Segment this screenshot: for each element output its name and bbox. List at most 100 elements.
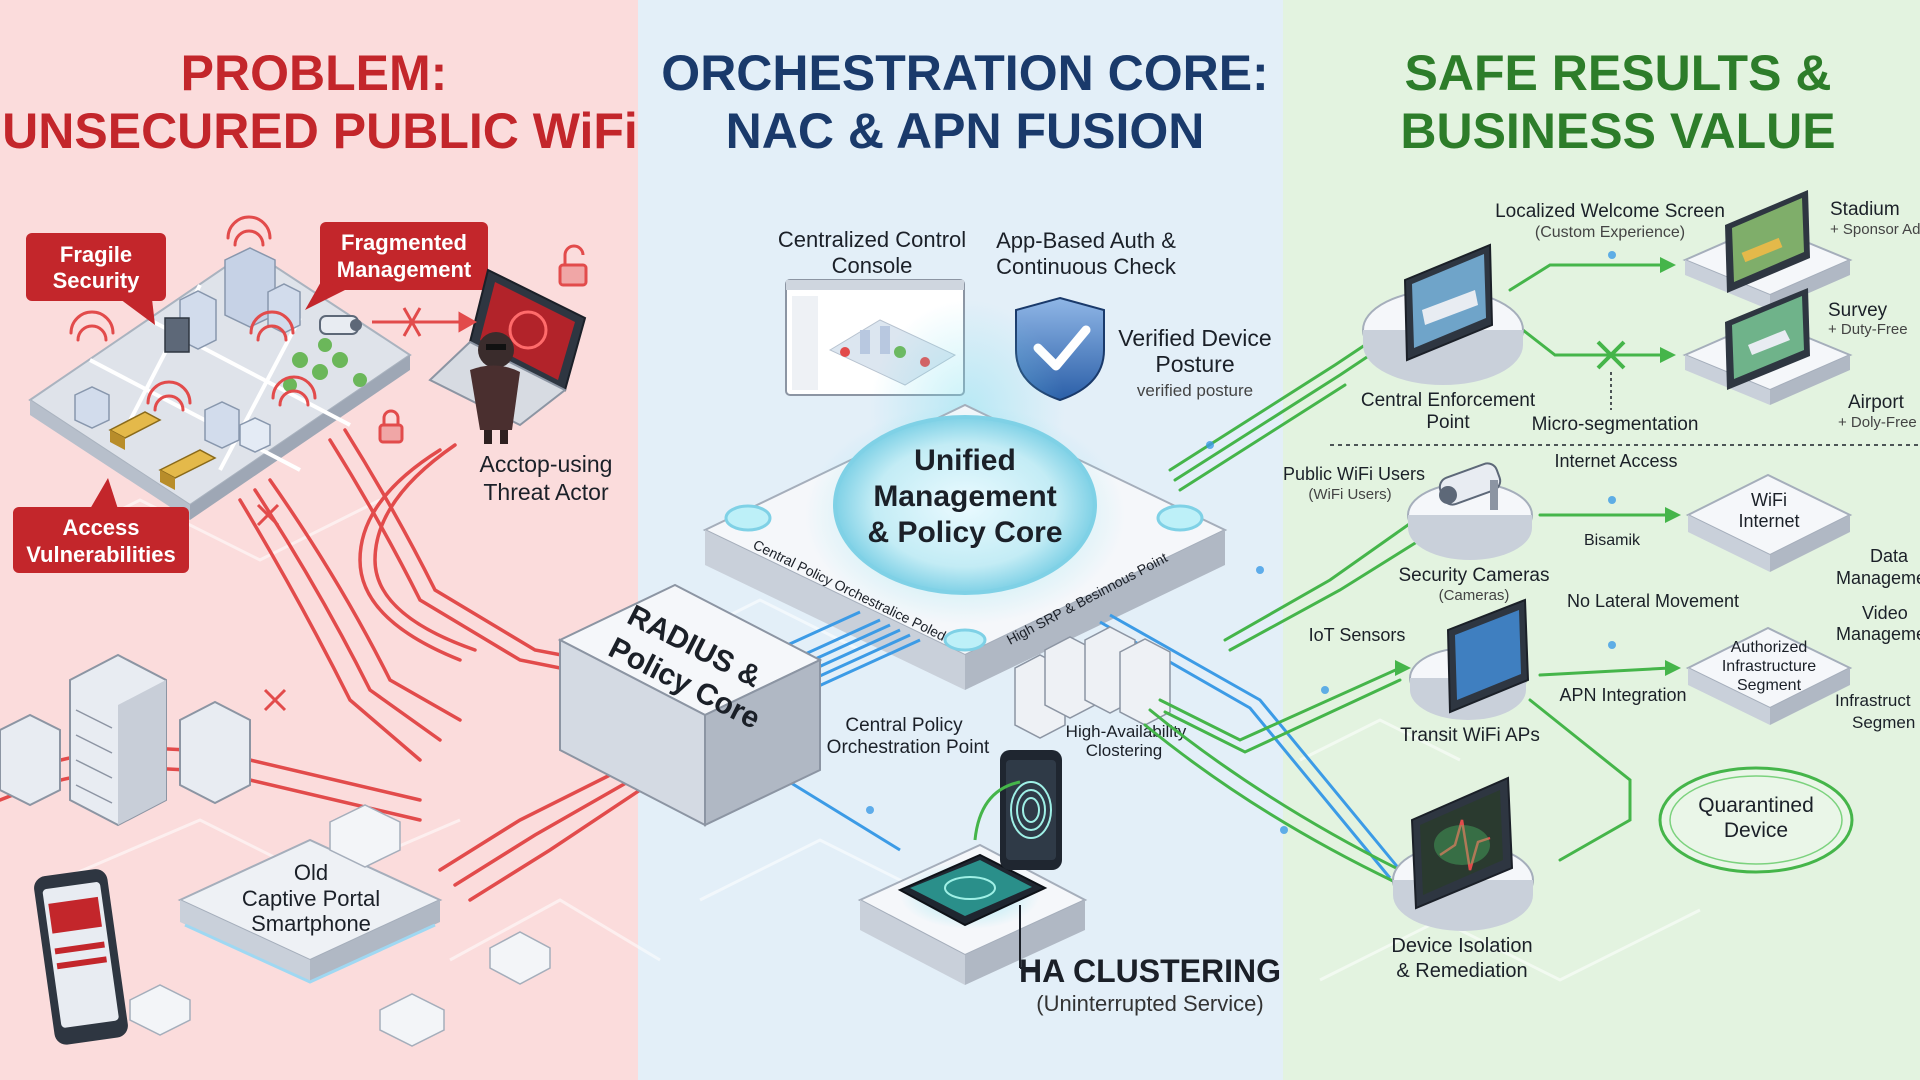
callout-access-vulnerabilities: Access Vulnerabilities bbox=[13, 478, 189, 573]
signal-pulses bbox=[866, 251, 1616, 834]
router-box-icon bbox=[489, 931, 551, 985]
enforcement-line2: Point bbox=[1426, 412, 1470, 433]
survey-line: Survey bbox=[1828, 300, 1888, 321]
core-title: ORCHESTRATION CORE: NAC & APN FUSION bbox=[661, 45, 1268, 159]
stadium-sub: + Sponsor Ad bbox=[1830, 221, 1920, 238]
infra-seg-line2: Segmen bbox=[1852, 713, 1915, 732]
blocked-arrow bbox=[372, 307, 478, 337]
callout-fragmented-management: Fragmented Management bbox=[305, 222, 488, 310]
survey-sub: + Duty-Free bbox=[1828, 321, 1908, 338]
results-title-line1: SAFE RESULTS & bbox=[1405, 45, 1832, 101]
airport-line: Airport bbox=[1848, 392, 1905, 413]
captive-portal-label: Old Captive Portal Smartphone bbox=[242, 860, 380, 936]
bus-icon bbox=[158, 449, 217, 490]
transit-aps-label: Transit WiFi APs bbox=[1400, 725, 1540, 746]
ha-title: HA CLUSTERING bbox=[1019, 953, 1281, 989]
cpo-line2: Orchestration Point bbox=[827, 737, 990, 758]
data-mgmt-line2: Manageme bbox=[1836, 568, 1920, 588]
city-map-platform bbox=[28, 215, 412, 520]
portal-line2: Captive Portal bbox=[242, 886, 380, 911]
lock-icon bbox=[378, 409, 404, 444]
hub-platform bbox=[702, 403, 1228, 690]
auth-infra-label: Authorized Infrastructure Segment bbox=[1722, 639, 1816, 694]
hub-line2: Management bbox=[873, 480, 1056, 513]
cpo-label: Central Policy Orchestration Point bbox=[827, 715, 990, 758]
internet-access-label: Internet Access bbox=[1554, 451, 1677, 471]
video-mgmt-line1: Video bbox=[1862, 603, 1908, 623]
authorized-infra-tile bbox=[1685, 626, 1853, 725]
core-title-line2: NAC & APN FUSION bbox=[726, 103, 1205, 159]
public-users-label: Public WiFi Users (WiFi Users) bbox=[1283, 464, 1425, 503]
hacker-figure-icon bbox=[470, 332, 520, 444]
portal-line3: Smartphone bbox=[251, 911, 371, 936]
callout-fragmented-line2: Management bbox=[337, 257, 472, 282]
problem-title: PROBLEM: UNSECURED PUBLIC WiFi bbox=[2, 45, 638, 159]
hub-line3: & Policy Core bbox=[867, 516, 1062, 549]
cameras-label: Security Cameras (Cameras) bbox=[1399, 565, 1550, 604]
public-users-line: Public WiFi Users bbox=[1283, 464, 1425, 484]
ha-sub: (Uninterrupted Service) bbox=[1036, 991, 1263, 1016]
welcome-line2: (Custom Experience) bbox=[1535, 224, 1685, 241]
smartphone-pad bbox=[857, 843, 1088, 985]
stadium-line: Stadium bbox=[1830, 199, 1900, 220]
green-arrowheads bbox=[1395, 257, 1681, 676]
cameras-line: Security Cameras bbox=[1399, 565, 1550, 586]
airport-label: Airport + Doly-Free bbox=[1838, 392, 1917, 431]
kiosk-icon bbox=[164, 317, 190, 353]
posture-label: Verified Device Posture verified posture bbox=[1118, 325, 1271, 400]
ha-cluster-servers bbox=[1014, 626, 1171, 739]
wifi-internet-line2: Internet bbox=[1738, 511, 1799, 531]
posture-line2: Posture bbox=[1155, 351, 1234, 377]
server-rack-icon bbox=[69, 653, 167, 827]
stadium-label: Stadium + Sponsor Ad bbox=[1830, 199, 1920, 238]
infra-seg-line1: Infrastruct bbox=[1835, 691, 1911, 710]
quarantined-line1: Quarantined bbox=[1698, 794, 1814, 817]
iot-sensors-label: IoT Sensors bbox=[1309, 625, 1406, 645]
auth-infra-line3: Segment bbox=[1737, 677, 1802, 694]
data-mgmt-line1: Data bbox=[1870, 546, 1909, 566]
threat-lines bbox=[0, 428, 642, 902]
console-line2: Console bbox=[832, 253, 913, 278]
problem-title-line2: UNSECURED PUBLIC WiFi bbox=[2, 103, 638, 159]
old-smartphone-icon bbox=[34, 869, 128, 1045]
hac-line1: High-Availability bbox=[1066, 722, 1187, 741]
cpo-line1: Central Policy bbox=[845, 715, 963, 736]
callout-access-line2: Vulnerabilities bbox=[26, 542, 176, 567]
device-isolation-node bbox=[1392, 776, 1534, 931]
threat-x-marks bbox=[256, 503, 287, 712]
no-lateral-label: No Lateral Movement bbox=[1567, 591, 1739, 611]
enforcement-line1: Central Enforcement bbox=[1361, 390, 1536, 411]
isolation-line1: Device Isolation bbox=[1391, 935, 1532, 957]
results-title: SAFE RESULTS & BUSINESS VALUE bbox=[1400, 45, 1835, 159]
safe-green-links bbox=[1143, 263, 1672, 884]
fingerprint-icon bbox=[1000, 750, 1062, 870]
threat-actor-label: Acctop-using Threat Actor bbox=[480, 451, 613, 505]
callout-access-line1: Access bbox=[62, 515, 139, 540]
isolation-line2: & Remediation bbox=[1396, 960, 1527, 982]
posture-sub: verified posture bbox=[1137, 381, 1253, 400]
survey-label: Survey + Duty-Free bbox=[1828, 300, 1908, 338]
apn-integration-label: APN Integration bbox=[1559, 685, 1686, 705]
hub-line1: Unified bbox=[914, 444, 1016, 477]
micro-seg-label: Micro-segmentation bbox=[1532, 414, 1699, 435]
bus-icon bbox=[108, 411, 162, 450]
hub-label: Unified Management & Policy Core bbox=[867, 444, 1062, 549]
ha-clustering-label: HA CLUSTERING (Uninterrupted Service) bbox=[1019, 953, 1281, 1016]
video-mgmt-line2: Manageme bbox=[1836, 624, 1920, 644]
city-trees bbox=[283, 338, 367, 392]
survey-tile bbox=[1682, 288, 1853, 405]
bisamik-label: Bisamik bbox=[1584, 532, 1641, 549]
router-box-icon bbox=[129, 984, 191, 1036]
callout-fragmented-line1: Fragmented bbox=[341, 230, 467, 255]
console-line1: Centralized Control bbox=[778, 227, 966, 252]
airport-sub: + Doly-Free bbox=[1838, 414, 1917, 431]
welcome-line1: Localized Welcome Screen bbox=[1495, 201, 1725, 222]
wifi-internet-label: WiFi Internet bbox=[1738, 490, 1799, 531]
camera-icon bbox=[1438, 462, 1502, 510]
callout-fragile-security: Fragile Security bbox=[26, 233, 166, 325]
camera-icon bbox=[319, 315, 362, 335]
threat-actor-line1: Acctop-using bbox=[480, 451, 613, 477]
cameras-sub: (Cameras) bbox=[1439, 587, 1510, 604]
router-box-icon bbox=[379, 993, 445, 1047]
auth-line1: App-Based Auth & bbox=[996, 228, 1176, 253]
